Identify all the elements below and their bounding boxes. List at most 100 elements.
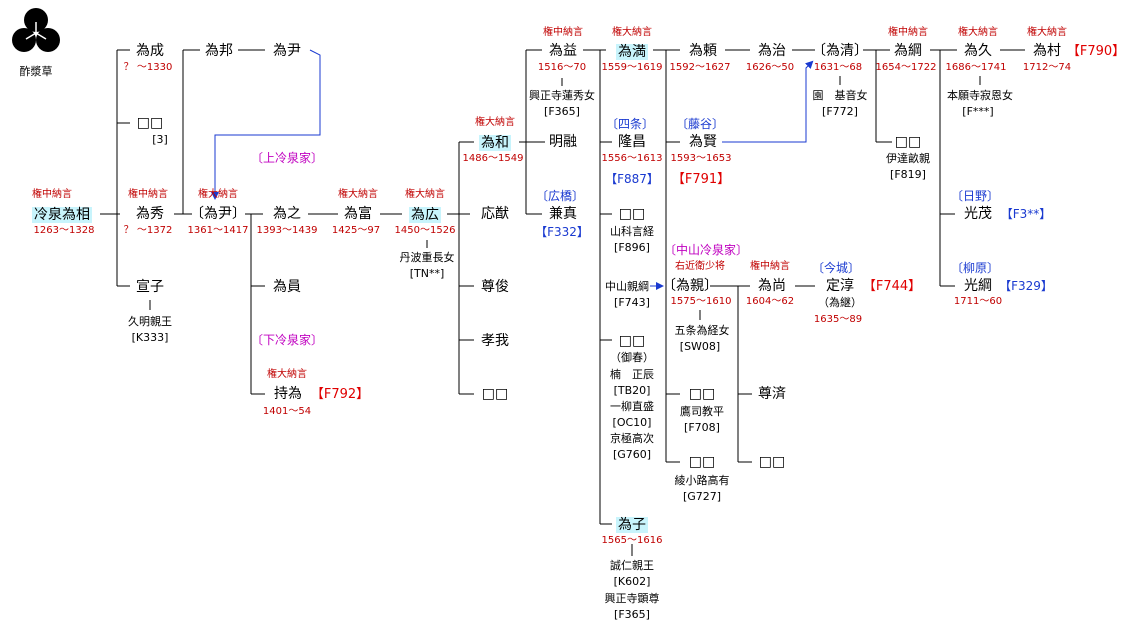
person-tamesuke[interactable]: 冷泉為相 xyxy=(32,207,92,223)
person-tametsuna[interactable]: 為綱 xyxy=(894,43,922,59)
person-senshi[interactable]: 宣子 xyxy=(136,279,164,295)
person-tamemitsu[interactable]: 為満 xyxy=(616,44,648,60)
person-mitsushige[interactable]: 光茂 xyxy=(964,206,992,222)
person-unknown[interactable]: □□ xyxy=(758,454,786,470)
branch-label-shimo: 〔下冷泉家〕 xyxy=(250,333,324,347)
dates-label: 1604～62 xyxy=(745,296,795,307)
branch-label: 〔藤谷〕 xyxy=(675,117,725,131)
person-takamasa[interactable]: 隆昌 xyxy=(618,134,646,150)
branch-label: 〔日野〕 xyxy=(950,189,1000,203)
spouse-ref: [K602] xyxy=(613,575,651,588)
spouse-ref: [G760] xyxy=(612,448,652,461)
person-tamekazu[interactable]: 為員 xyxy=(273,279,301,295)
dates-label: 1686～1741 xyxy=(945,62,1007,73)
person-tameyori[interactable]: 為頼 xyxy=(689,43,717,59)
person-tamemasu[interactable]: 為益 xyxy=(549,43,577,59)
rank-label: 権中納言 xyxy=(128,189,168,200)
rank-label: 権大納言 xyxy=(475,117,515,128)
person-tamenari[interactable]: 為成 xyxy=(136,43,164,59)
ref-label: 【F329】 xyxy=(999,279,1053,293)
dates-label: 1631～68 xyxy=(813,62,863,73)
spouse-ref: [TB20] xyxy=(613,384,651,397)
person-tamako[interactable]: 為子 xyxy=(616,517,648,533)
spouse-ref: [F365] xyxy=(544,105,580,118)
branch-label: 〔中山冷泉家〕 xyxy=(663,243,749,257)
branch-label: 〔今城〕 xyxy=(811,261,861,275)
alt-name-label: （為継） xyxy=(818,296,862,309)
person-sadakiyo[interactable]: 定淳 xyxy=(826,278,854,294)
dates-label: 1626～50 xyxy=(745,62,795,73)
rank-label: 権大納言 xyxy=(958,27,998,38)
person-meiyu[interactable]: 明融 xyxy=(549,134,577,150)
branch-label-kami: 〔上冷泉家〕 xyxy=(250,151,324,165)
note-label: （御春） xyxy=(610,351,654,364)
person-unknown[interactable]: □□ xyxy=(688,454,716,470)
spouse-ref: [F708] xyxy=(684,421,720,434)
person-nakayama[interactable]: 中山親綱 xyxy=(605,280,649,293)
ref-label: [F743] xyxy=(614,296,650,309)
person-mochitame[interactable]: 持為 xyxy=(274,386,302,402)
rank-label: 権大納言 xyxy=(198,189,238,200)
person-tamechika[interactable]: 〔為親〕 xyxy=(662,278,718,294)
person-tamekazu2[interactable]: 為和 xyxy=(479,135,511,151)
family-crest-icon xyxy=(12,8,60,52)
dates-label: 1516～70 xyxy=(537,62,587,73)
spouse-ref: [G727] xyxy=(682,490,722,503)
dates-label: 1393～1439 xyxy=(256,225,318,236)
person-kanezane[interactable]: 兼真 xyxy=(549,206,577,222)
person-tamehiro[interactable]: 為広 xyxy=(409,207,441,223)
dates-label: 1712～74 xyxy=(1022,62,1072,73)
person-sonsai[interactable]: 尊済 xyxy=(758,386,786,402)
person-unknown[interactable]: □□ xyxy=(481,386,509,402)
person-tamemasa[interactable]: 〔為尹〕 xyxy=(190,206,246,222)
spouse-label: 京極高次 xyxy=(610,432,654,445)
person-tamehisa-n[interactable]: 為尚 xyxy=(758,278,786,294)
spouse-label: 鷹司教平 xyxy=(680,405,724,418)
spouse-label: 五条為経女 xyxy=(674,324,730,337)
person-unknown[interactable]: □□ xyxy=(688,386,716,402)
rank-label: 権大納言 xyxy=(1027,27,1067,38)
person-mitsutsuna[interactable]: 光綱 xyxy=(964,278,992,294)
spouse-label: 興正寺顕尊 xyxy=(604,592,660,605)
person-tamehisa[interactable]: 為久 xyxy=(964,43,992,59)
spouse-label: 丹波重長女 xyxy=(399,251,455,264)
branch-label: 〔柳原〕 xyxy=(950,261,1000,275)
spouse-ref: [F***] xyxy=(962,105,994,118)
person-unknown[interactable]: □□ xyxy=(618,333,646,349)
person-sonshun[interactable]: 尊俊 xyxy=(481,279,509,295)
person-okan[interactable]: 応猷 xyxy=(481,206,509,222)
person-koga[interactable]: 孝我 xyxy=(481,333,509,349)
person-tamekiyo[interactable]: 〔為清〕 xyxy=(812,43,868,59)
dates-label: 1486～1549 xyxy=(462,153,524,164)
spouse-label: 山科言経 xyxy=(610,225,654,238)
dates-label: 1592～1627 xyxy=(669,62,731,73)
spouse-ref: [F772] xyxy=(822,105,858,118)
spouse-label: 伊達畝親 xyxy=(886,152,930,165)
person-unknown[interactable]: □□ xyxy=(136,115,164,131)
rank-label: 権大納言 xyxy=(267,369,307,380)
person-unknown[interactable]: □□ xyxy=(618,206,646,222)
rank-label: 権中納言 xyxy=(543,27,583,38)
dates-label: 1556～1613 xyxy=(601,153,663,164)
rank-label: 権中納言 xyxy=(750,261,790,272)
dates-label: ？ ～1330 xyxy=(123,62,173,73)
person-tameyuki[interactable]: 為之 xyxy=(273,206,301,222)
person-tamekuni[interactable]: 為邦 xyxy=(205,43,233,59)
ref-label: 【F790】 xyxy=(1066,44,1126,59)
ref-label: 【F887】 xyxy=(605,172,659,186)
rank-label: 権中納言 xyxy=(888,27,928,38)
crest-label: 酢漿草 xyxy=(19,65,53,78)
family-crest xyxy=(10,6,62,61)
dates-label: 1361～1417 xyxy=(187,225,249,236)
person-tamekata[interactable]: 為賢 xyxy=(689,134,717,150)
person-tamemasa-b[interactable]: 為尹 xyxy=(273,43,301,59)
person-unknown[interactable]: □□ xyxy=(894,134,922,150)
dates-label: 1263～1328 xyxy=(33,225,95,236)
person-tameharu[interactable]: 為治 xyxy=(758,43,786,59)
person-tamehide[interactable]: 為秀 xyxy=(136,206,164,222)
person-tamemura[interactable]: 為村 xyxy=(1033,43,1061,59)
spouse-label: 久明親王 xyxy=(128,315,172,328)
ref-label: 【F744】 xyxy=(862,279,922,294)
person-tametomi[interactable]: 為富 xyxy=(344,206,372,222)
rank-label: 権大納言 xyxy=(338,189,378,200)
